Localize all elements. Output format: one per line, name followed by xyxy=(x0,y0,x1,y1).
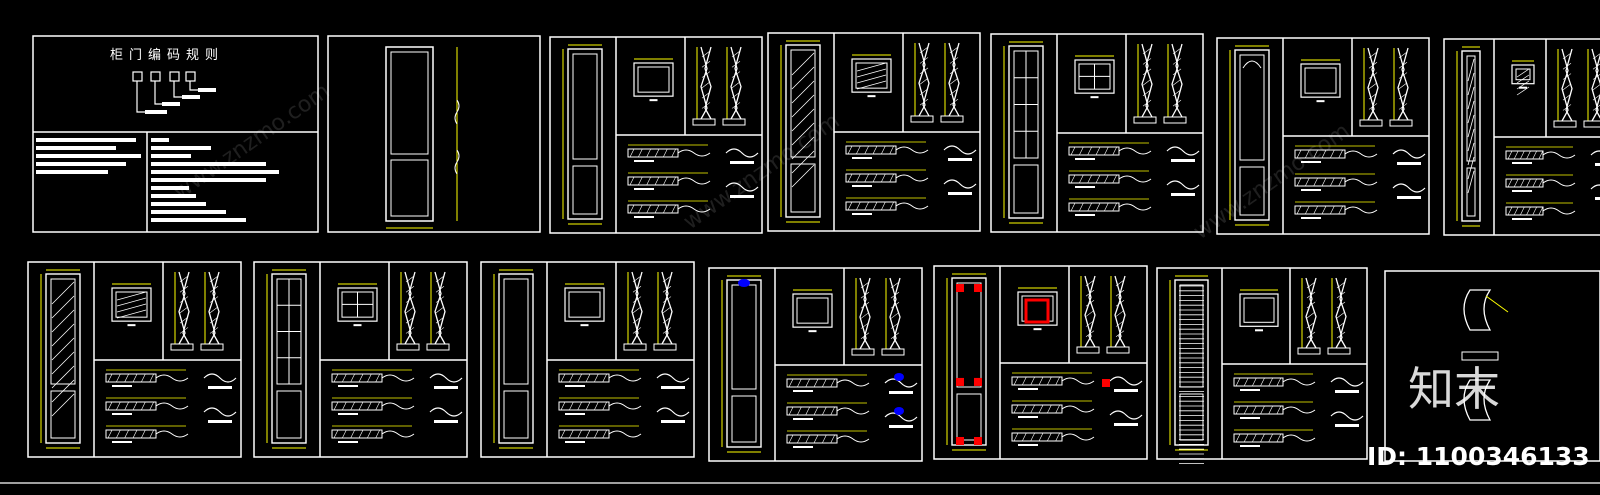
coding-rules-sheet: 柜门编码规则 xyxy=(32,35,319,233)
door-detail-sheet-1 xyxy=(549,36,763,234)
row2-detail-sheets xyxy=(27,261,1600,465)
row1-detail-sheets xyxy=(549,32,1600,236)
page-title: 柜门编码规则 xyxy=(110,48,224,63)
door-detail-sheet-7 xyxy=(253,261,468,458)
watermark-id: ID: 1100346133 xyxy=(1367,442,1590,471)
door-detail-sheet-6 xyxy=(27,261,242,458)
door-detail-sheet-12 xyxy=(1384,270,1600,462)
door-detail-sheet-4 xyxy=(1216,37,1430,235)
watermark-logo: 知末 xyxy=(1408,362,1500,416)
text-lines-left xyxy=(36,138,141,174)
legend-bars xyxy=(145,88,216,114)
door-detail-sheet-2 xyxy=(767,32,981,232)
door-detail-sheet-11 xyxy=(1156,267,1368,465)
door-detail-sheet-5 xyxy=(1443,38,1600,236)
door-detail-sheet-10 xyxy=(933,265,1148,460)
door-detail-sheet-9 xyxy=(708,267,923,462)
door-detail-sheet-8 xyxy=(480,261,695,458)
text-lines-right xyxy=(151,138,279,222)
door-elevation-sheet xyxy=(327,35,541,233)
door-detail-sheet-3 xyxy=(990,33,1204,233)
